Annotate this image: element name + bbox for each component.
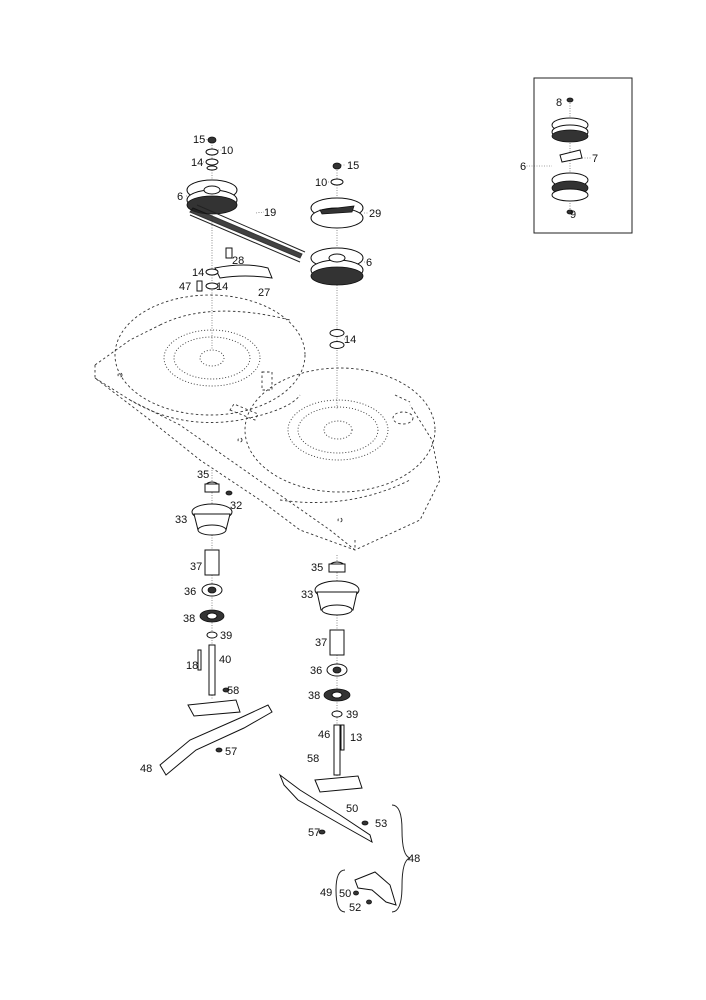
label-15b: 15 [347,160,359,172]
label-28: 28 [232,255,244,267]
label-15a: 15 [193,134,205,146]
label-29: 29 [369,208,381,220]
label-14c: 14 [216,281,228,293]
label-14a: 14 [191,157,203,169]
label-40: 40 [219,654,231,666]
label-32: 32 [230,500,242,512]
label-36b: 36 [310,665,322,677]
label-27: 27 [258,287,270,299]
label-6a: 6 [177,191,183,203]
label-52: 52 [349,902,361,914]
label-18: 18 [186,660,198,672]
label-10a: 10 [221,145,233,157]
label-33b: 33 [301,589,313,601]
label-58a: 58 [227,685,239,697]
part-labels: 15 10 14 6 19 15 10 29 6 28 14 27 47 14 … [140,97,598,914]
label-48a: 48 [140,763,152,775]
right-spindle-assembly [278,555,411,913]
label-37a: 37 [190,561,202,573]
label-39b: 39 [346,709,358,721]
label-19: 19 [264,207,276,219]
label-14b: 14 [192,267,204,279]
label-38b: 38 [308,690,320,702]
label-49: 49 [320,887,332,899]
label-57b: 57 [308,827,320,839]
left-spindle-assembly [159,470,273,776]
label-46: 46 [318,729,330,741]
label-35a: 35 [197,469,209,481]
label-inset-8: 8 [556,97,562,109]
label-inset-9: 9 [570,209,576,221]
label-38a: 38 [183,613,195,625]
label-47: 47 [179,281,191,293]
label-13: 13 [350,732,362,744]
label-50b: 50 [339,888,351,900]
label-53: 53 [375,818,387,830]
label-57a: 57 [225,746,237,758]
label-36a: 36 [184,586,196,598]
label-6b: 6 [366,257,372,269]
mower-deck [94,294,441,551]
label-50a: 50 [346,803,358,815]
label-inset-7: 7 [592,153,598,165]
label-58b: 58 [307,753,319,765]
leader-lines [186,138,592,340]
label-14d: 14 [344,334,356,346]
label-inset-6: 6 [520,161,526,173]
right-pulley-assembly [310,162,364,410]
label-10b: 10 [315,177,327,189]
label-37b: 37 [315,637,327,649]
label-35b: 35 [311,562,323,574]
left-pulley-assembly [186,136,306,350]
label-39a: 39 [220,630,232,642]
label-33a: 33 [175,514,187,526]
label-48b: 48 [408,853,420,865]
inset-pulley-detail [533,77,633,234]
